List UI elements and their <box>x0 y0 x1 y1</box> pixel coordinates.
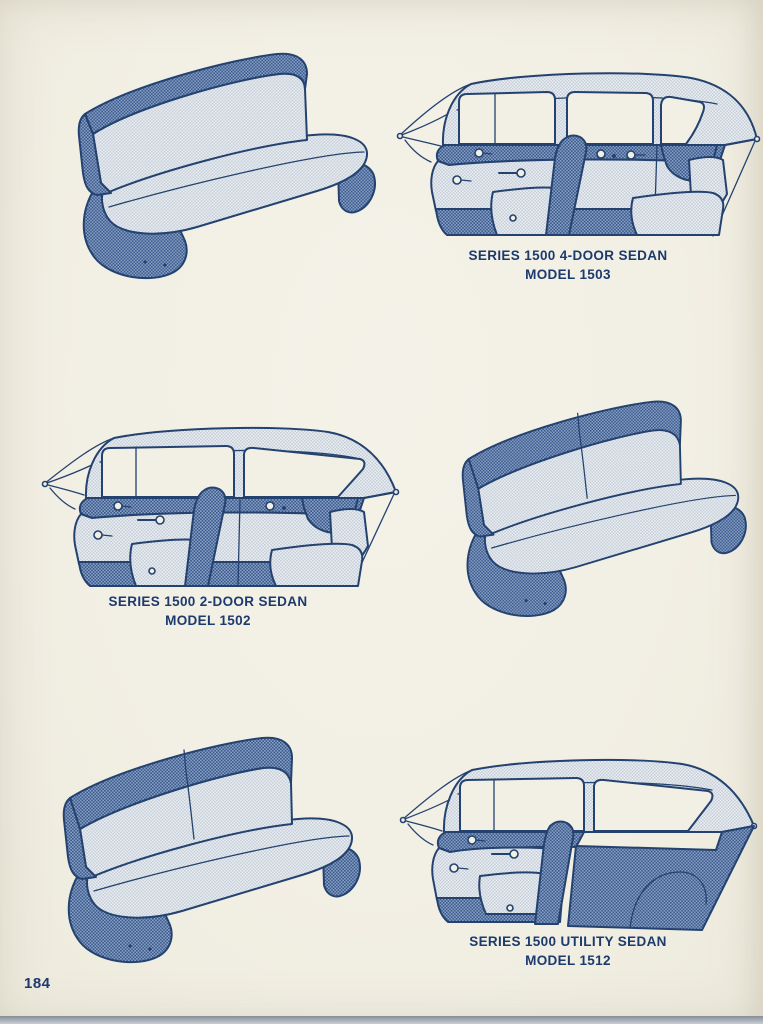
back-split-seam <box>183 749 195 840</box>
wheel-arch <box>629 871 707 929</box>
caption-line-1: SERIES 1500 UTILITY SEDAN <box>469 934 667 949</box>
front-door-window <box>458 91 556 145</box>
seat-cushion-edge <box>108 151 365 208</box>
caption-line-2: MODEL 1503 <box>525 267 611 282</box>
bench-seat-drawing <box>461 400 747 617</box>
rear-seat-cushion <box>269 542 364 587</box>
caption-model-1512: SERIES 1500 UTILITY SEDAN MODEL 1512 <box>418 932 718 970</box>
quarter-window <box>243 446 366 498</box>
four-door-sedan-interior-illustration <box>395 48 763 248</box>
seat-cushion-edge <box>93 835 350 892</box>
front-seat-back <box>545 134 588 236</box>
bench-seat-drawing <box>62 736 361 964</box>
bench-seat-drawing <box>77 52 376 280</box>
caption-line-2: MODEL 1502 <box>165 613 251 628</box>
bench-seat-illustration-split-back-2 <box>40 726 380 966</box>
seat-side-panel <box>62 797 97 880</box>
door-hardware <box>93 501 286 575</box>
rear-door-window <box>566 91 654 145</box>
two-door-interior-drawing <box>41 426 400 587</box>
cargo-panel <box>567 825 755 931</box>
seat-back-bolster <box>69 736 293 830</box>
four-door-interior-drawing <box>396 72 761 237</box>
utility-sedan-interior-illustration <box>398 742 760 932</box>
front-seat-back <box>534 820 575 925</box>
page-number: 184 <box>24 975 51 992</box>
two-door-sedan-interior-illustration <box>40 416 400 596</box>
door-window <box>459 777 585 832</box>
seat-back-bolster <box>84 52 308 135</box>
caption-line-1: SERIES 1500 4-DOOR SEDAN <box>468 248 668 263</box>
utility-interior-drawing <box>399 758 758 931</box>
back-split-seam <box>577 412 588 499</box>
caption-line-1: SERIES 1500 2-DOOR SEDAN <box>108 594 308 609</box>
seat-side-panel <box>77 113 112 196</box>
rear-seat-cushion <box>630 190 725 236</box>
page-edge-shadow <box>0 1016 763 1024</box>
seat-cushion-edge <box>490 494 736 549</box>
quarter-window <box>593 778 714 832</box>
quarter-window <box>660 95 705 145</box>
caption-line-2: MODEL 1512 <box>525 953 611 968</box>
bench-seat-illustration-solid-back <box>55 42 395 282</box>
bench-seat-illustration-split-back <box>440 390 763 620</box>
seat-back-bolster <box>467 400 682 490</box>
door-seam <box>237 499 241 586</box>
caption-model-1502: SERIES 1500 2-DOOR SEDAN MODEL 1502 <box>58 592 358 630</box>
door-window <box>101 445 235 498</box>
door-hardware <box>452 148 646 222</box>
seat-side-panel <box>461 458 495 538</box>
front-seat-back <box>184 486 227 587</box>
door-hardware <box>449 835 519 912</box>
caption-model-1503: SERIES 1500 4-DOOR SEDAN MODEL 1503 <box>418 246 718 284</box>
